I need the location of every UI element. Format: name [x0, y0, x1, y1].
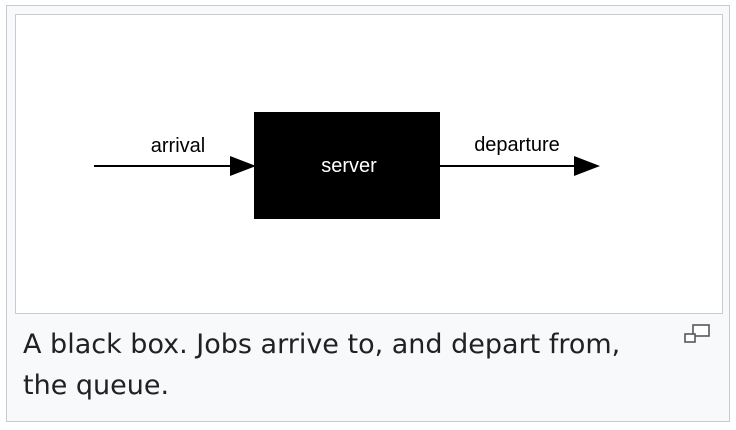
queue-diagram: arrival server departure: [94, 112, 600, 219]
departure-label: departure: [474, 134, 560, 156]
diagram-image[interactable]: arrival server departure: [15, 14, 723, 314]
arrival-label: arrival: [151, 135, 205, 157]
arrival-arrow-head: [230, 156, 256, 176]
enlarge-icon[interactable]: [683, 323, 711, 345]
figure-caption: A black box. Jobs arrive to, and depart …: [23, 329, 621, 401]
figure-thumbnail: arrival server departure A black box. Jo…: [6, 5, 730, 422]
departure-arrow-head: [574, 156, 600, 176]
server-box: [254, 112, 440, 219]
server-label: server: [321, 155, 377, 177]
